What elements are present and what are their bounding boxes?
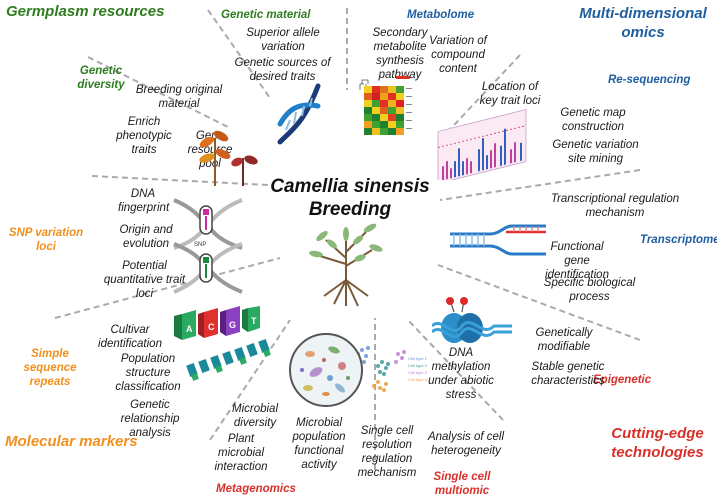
tea-tree-icon (309, 223, 383, 307)
snp-label: SNP (194, 242, 206, 248)
microbe-petri-icon (289, 333, 363, 407)
divider-line (437, 264, 641, 341)
item-biological-process: Specific biological process (543, 277, 636, 304)
item-superior-allele: Superior allele variation (246, 27, 320, 54)
subcategory-transcriptome: Transcriptome (640, 234, 717, 246)
divider-line (54, 257, 281, 319)
divider-line (87, 56, 231, 129)
manhattan-plot-icon (437, 109, 527, 180)
ssr-letter-g: G (229, 320, 236, 330)
plant-seedlings-icon (199, 130, 258, 186)
item-cultivar-identification: Cultivar identification (98, 324, 162, 351)
divider-line (407, 319, 504, 421)
subcategory-epigenetic: Epigenetic (593, 374, 652, 386)
item-breeding-original: Breeding original material (135, 84, 223, 111)
subcategory-metagenomics: Metagenomics (216, 483, 296, 495)
center-title-line1: Camellia sinensis (270, 176, 430, 197)
divider-line (439, 169, 641, 201)
nucleosome-icon (432, 297, 512, 343)
item-dna-fingerprint: DNA fingerprint (118, 188, 170, 215)
category-germplasm: Germplasm resources (6, 3, 165, 20)
item-quantitative-trait: Potential quantitative trait loci (103, 260, 186, 301)
dna-helix-icon (277, 83, 321, 145)
item-enrich-traits: Enrich phenotypic traits (116, 116, 172, 157)
ssr-letter-t: T (251, 316, 257, 326)
ssr-letter-a: A (186, 324, 193, 334)
center-title-line2: Breeding (308, 198, 392, 220)
cell-type-3-label: Cell type 3 (408, 370, 428, 375)
subcategory-resequencing: Re-sequencing (608, 74, 691, 86)
item-variation-site: Genetic variation site mining (552, 139, 639, 166)
subcategory-genetic-diversity: Genetic diversity (77, 65, 125, 92)
item-functional-gene: Functional gene identification (545, 241, 609, 282)
category-cutting-edge: Cutting-edge technologies (611, 425, 704, 461)
cell-type-n-label: Cell type N (408, 377, 428, 382)
item-key-trait-loci: Location of key trait loci (479, 81, 541, 108)
category-multi-omics: Multi-dimensional omics (579, 5, 707, 41)
subcategory-snp: SNP variation loci (8, 227, 84, 254)
item-plant-microbial: Plant microbial interaction (214, 433, 268, 474)
center-title: Camellia sinensis Breeding (255, 176, 445, 222)
ssr-markers-icon: A C G T (174, 306, 271, 381)
subcategory-metabolome: Metabolome (407, 9, 475, 21)
subcategory-single-cell: Single cell multiomic (433, 471, 491, 498)
item-genetic-map: Genetic map construction (560, 107, 626, 134)
item-genetic-relationship: Genetic relationship analysis (120, 399, 180, 440)
snp-dna-icon: SNP (173, 198, 243, 294)
cell-type-2-label: Cell type 2 (408, 363, 428, 368)
ssr-letter-c: C (208, 322, 215, 332)
transcription-dna-icon (450, 224, 546, 256)
item-compound-variation: Variation of compound content (429, 35, 487, 76)
item-stable-genetic: Stable genetic characteristics (531, 361, 605, 388)
item-population-structure: Population structure classification (115, 353, 181, 394)
cell-type-1-label: Cell type 1 (408, 356, 428, 361)
item-secondary-metabolite: Secondary metabolite synthesis pathway (372, 27, 428, 82)
item-origin-evolution: Origin and evolution (119, 224, 173, 251)
divider-line (207, 9, 271, 99)
item-dna-methylation: DNA methylation under abiotic stress (428, 347, 494, 402)
single-cell-umap-icon: Cell type 1 Cell type 2 Cell type 3 Cell… (354, 346, 428, 392)
subcategory-genetic-material: Genetic material (221, 9, 311, 21)
category-molecular-markers: Molecular markers (5, 433, 138, 450)
item-microbial-diversity: Microbial diversity (231, 403, 278, 430)
subcategory-ssr: Simple sequence repeats (23, 348, 77, 389)
item-transcriptional-regulation: Transcriptional regulation mechanism (550, 193, 680, 220)
item-genetically-modifiable: Genetically modifiable (535, 327, 593, 354)
divider-line (209, 319, 291, 441)
heatmap-icon (359, 76, 412, 135)
item-microbial-functional: Microbial population functional activity (292, 417, 346, 472)
item-single-cell-resolution: Single cell resolution regulation mechan… (357, 425, 417, 480)
item-cell-heterogeneity: Analysis of cell heterogeneity (427, 431, 505, 458)
item-genetic-sources: Genetic sources of desired traits (234, 57, 331, 84)
